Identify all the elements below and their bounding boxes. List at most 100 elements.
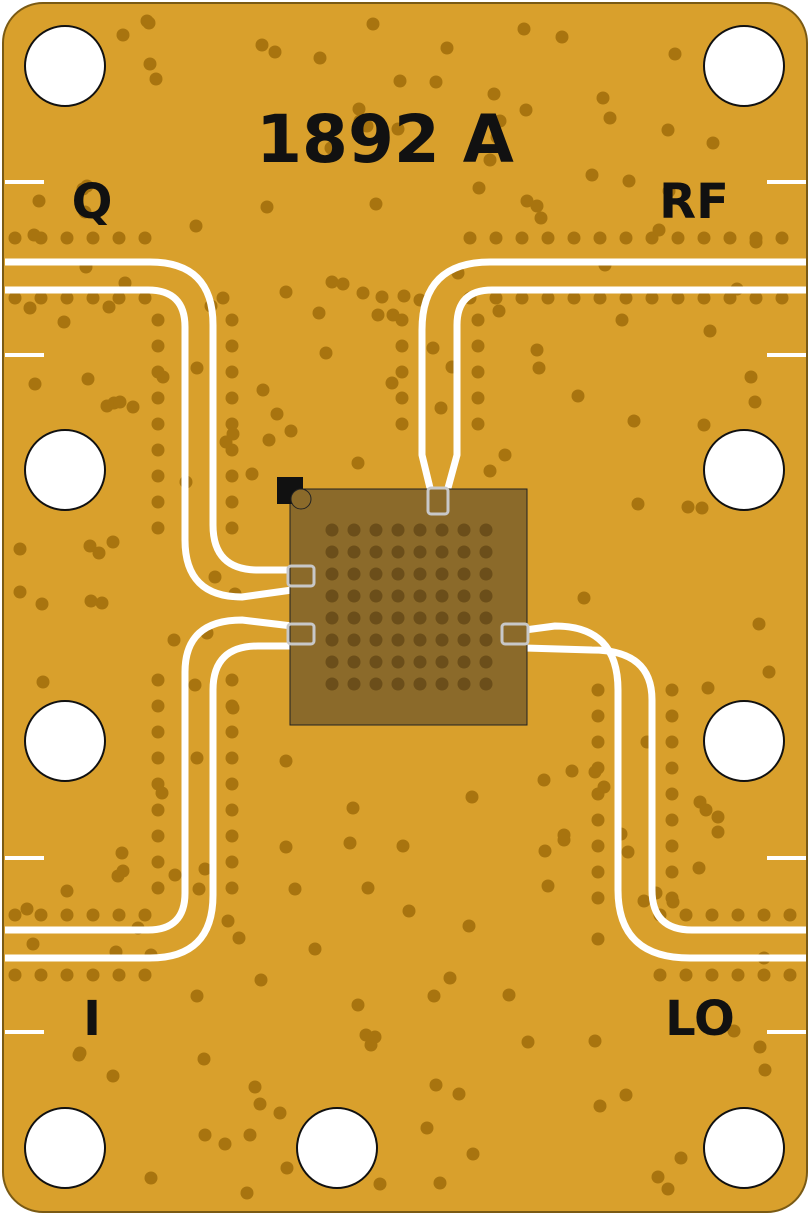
via: [692, 861, 706, 875]
bga-ball: [391, 545, 405, 559]
via: [402, 904, 416, 918]
bga-ball: [347, 567, 361, 581]
via: [284, 424, 298, 438]
via: [395, 365, 409, 379]
via: [151, 855, 165, 869]
via: [151, 725, 165, 739]
via: [144, 1171, 158, 1185]
bga-ball: [369, 611, 383, 625]
via: [748, 395, 762, 409]
bga-ball: [457, 655, 471, 669]
bga-ball: [479, 655, 493, 669]
via: [371, 308, 385, 322]
via: [653, 968, 667, 982]
via: [462, 919, 476, 933]
via: [190, 989, 204, 1003]
lo-pad: [500, 622, 530, 646]
via: [351, 456, 365, 470]
via: [385, 376, 399, 390]
bga-ball: [347, 545, 361, 559]
bga-ball: [457, 589, 471, 603]
via: [443, 971, 457, 985]
via: [429, 1078, 443, 1092]
via: [243, 1128, 257, 1142]
via: [695, 501, 709, 515]
via: [427, 989, 441, 1003]
i-trace: [5, 642, 292, 962]
via: [225, 725, 239, 739]
via: [361, 881, 375, 895]
lo-trace-inner: [524, 644, 806, 934]
via: [149, 72, 163, 86]
via: [593, 231, 607, 245]
bga-ball: [369, 567, 383, 581]
rf-pad: [426, 486, 450, 516]
via: [585, 168, 599, 182]
bga-ball: [435, 655, 449, 669]
via: [744, 370, 758, 384]
bga-ball: [325, 545, 339, 559]
via: [34, 968, 48, 982]
mounting-hole-mid-left: [24, 429, 106, 511]
via: [151, 521, 165, 535]
via: [538, 844, 552, 858]
bga-ball: [347, 655, 361, 669]
via: [260, 200, 274, 214]
via: [440, 41, 454, 55]
bga-ball: [413, 545, 427, 559]
via: [596, 91, 610, 105]
bga-ball: [391, 655, 405, 669]
via: [665, 761, 679, 775]
via: [429, 75, 443, 89]
via: [591, 813, 605, 827]
via: [86, 968, 100, 982]
i-port-label: I: [83, 991, 101, 1047]
via: [279, 285, 293, 299]
via: [142, 16, 156, 30]
via: [35, 597, 49, 611]
bga-ball: [347, 611, 361, 625]
via: [308, 942, 322, 956]
bga-ball: [479, 633, 493, 647]
via: [60, 291, 74, 305]
bga-ball: [325, 677, 339, 691]
pin1-dot: [290, 488, 312, 510]
via: [651, 1170, 665, 1184]
via: [645, 291, 659, 305]
via: [324, 141, 338, 155]
via: [280, 1161, 294, 1175]
via: [502, 988, 516, 1002]
via: [515, 231, 529, 245]
bga-ball: [347, 523, 361, 537]
via: [72, 1048, 86, 1062]
bga-ball: [479, 677, 493, 691]
via: [489, 291, 503, 305]
bga-ball: [325, 567, 339, 581]
via: [151, 443, 165, 457]
via: [279, 754, 293, 768]
via: [515, 291, 529, 305]
bga-ball: [347, 633, 361, 647]
via: [138, 908, 152, 922]
bga-ball: [435, 523, 449, 537]
via: [366, 17, 380, 31]
via: [60, 884, 74, 898]
via: [78, 205, 92, 219]
via: [151, 313, 165, 327]
via: [151, 417, 165, 431]
via: [652, 223, 666, 237]
via: [472, 181, 486, 195]
via: [225, 365, 239, 379]
via: [386, 308, 400, 322]
via: [27, 228, 41, 242]
via: [749, 235, 763, 249]
via: [489, 231, 503, 245]
lo-port-label: LO: [665, 991, 735, 1047]
via: [95, 596, 109, 610]
mounting-hole-mid-right: [703, 429, 785, 511]
via: [471, 313, 485, 327]
via: [255, 38, 269, 52]
via: [102, 300, 116, 314]
bga-ball: [479, 611, 493, 625]
via: [723, 231, 737, 245]
